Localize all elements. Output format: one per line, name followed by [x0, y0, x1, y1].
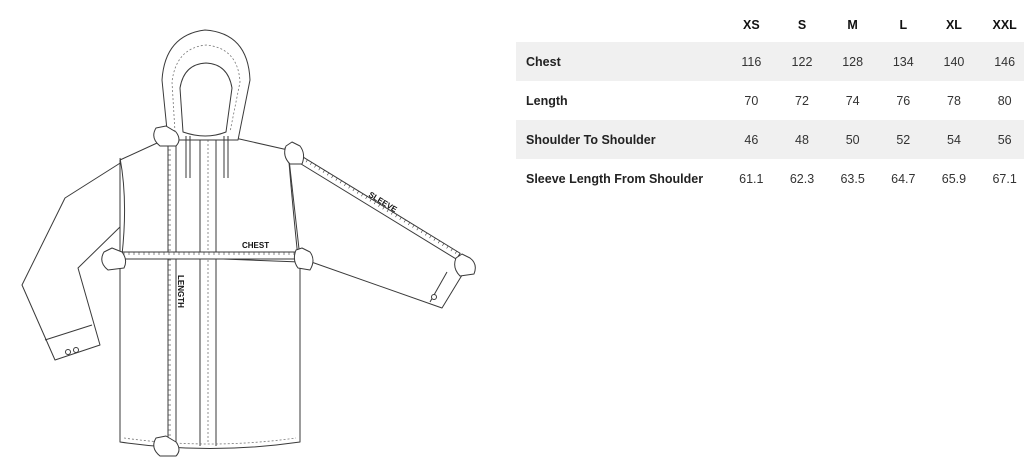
- table-cell: 62.3: [789, 171, 815, 186]
- table-cell: 61.1: [739, 171, 764, 186]
- table-cell: 63.5: [840, 171, 865, 186]
- header-corner: [516, 8, 726, 42]
- table-cell: 52: [877, 120, 929, 159]
- table-cell: 56: [979, 120, 1024, 159]
- size-header: L: [899, 18, 908, 32]
- table-cell: 46: [726, 120, 777, 159]
- chest-tape-ticks: [123, 252, 295, 255]
- table-cell: 134: [877, 42, 929, 81]
- table-cell: 116: [726, 42, 777, 81]
- size-header: S: [797, 18, 807, 32]
- table-cell: 64.7: [891, 171, 916, 186]
- jacket-measurement-diagram: LENGTH CHEST SLEEVE: [21, 29, 476, 457]
- jacket-body: [119, 137, 301, 449]
- row-label: Length: [526, 93, 568, 108]
- table-cell: 128: [827, 42, 878, 81]
- table-cell: 50: [827, 120, 878, 159]
- table-cell: 146: [979, 42, 1024, 81]
- table-cell: 76: [896, 93, 911, 108]
- length-label: LENGTH: [176, 275, 185, 308]
- length-tape-ticks: [168, 149, 171, 446]
- table-row: Chest 116 122 128 134 140 146: [516, 42, 1024, 81]
- size-chart-table: XS S M L XL XXL Chest 116 122 128 134 14…: [516, 8, 1024, 198]
- table-cell: 122: [776, 42, 828, 81]
- table-cell: 78: [947, 93, 961, 108]
- hand-icon: [101, 125, 476, 457]
- size-header: XS: [742, 18, 760, 32]
- table-cell: 67.1: [992, 171, 1017, 186]
- row-label: Sleeve Length From Shoulder: [526, 171, 704, 186]
- size-header: XXL: [992, 18, 1017, 32]
- table-cell: 70: [744, 93, 759, 108]
- right-sleeve: [284, 147, 471, 309]
- chest-label: CHEST: [242, 241, 269, 250]
- table-row: Length 70 72 74 76 78 80: [516, 81, 1024, 120]
- size-header: XL: [945, 18, 962, 32]
- sleeve-tape-ticks: [301, 156, 457, 254]
- table-cell: 72: [795, 93, 809, 108]
- table-cell: 65.9: [941, 171, 967, 186]
- size-header: M: [847, 18, 858, 32]
- table-row: Sleeve Length From Shoulder 61.1 62.3 63…: [516, 159, 1024, 198]
- table-cell: 80: [997, 93, 1012, 108]
- table-row: Shoulder To Shoulder 46 48 50 52 54 56: [516, 120, 1024, 159]
- table-cell: 54: [928, 120, 980, 159]
- table-cell: 74: [845, 93, 860, 108]
- row-label: Shoulder To Shoulder: [516, 120, 726, 159]
- size-header-row: XS S M L XL XXL: [516, 8, 1024, 42]
- row-label: Chest: [516, 42, 726, 81]
- table-cell: 48: [776, 120, 828, 159]
- table-cell: 140: [928, 42, 980, 81]
